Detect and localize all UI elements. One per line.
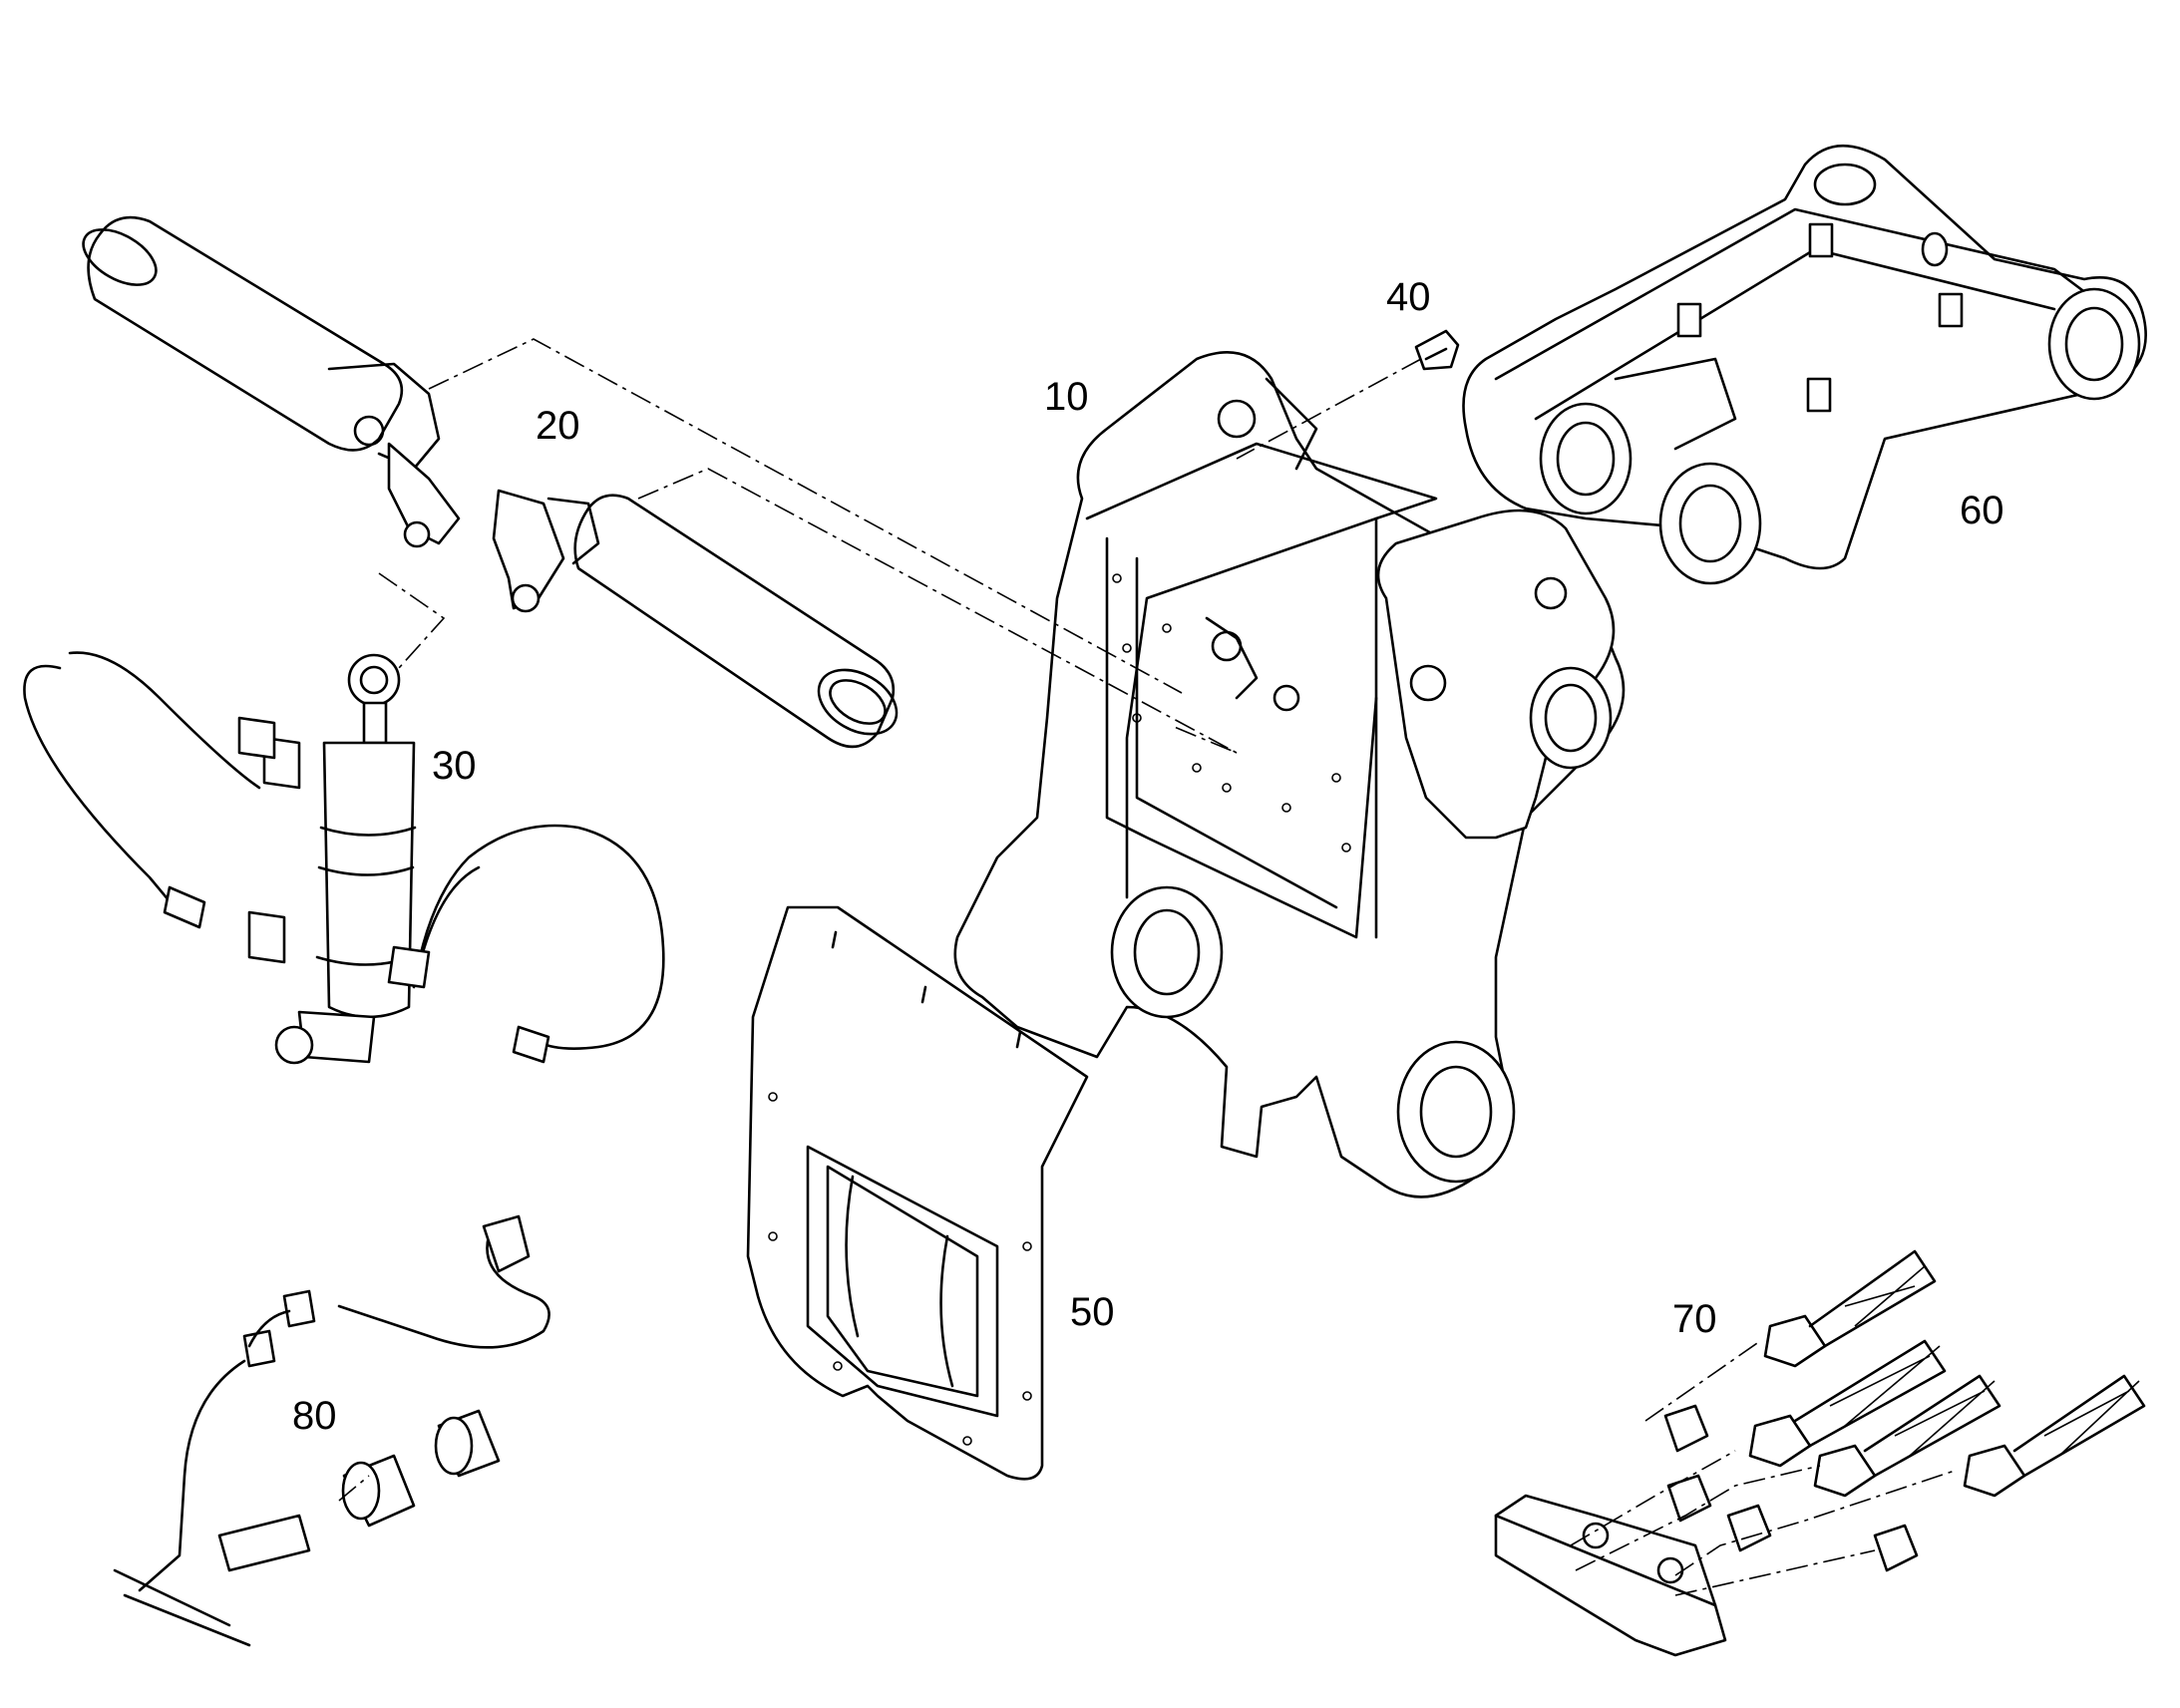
part-10-frame	[953, 351, 1626, 1198]
callout-60: 60	[1960, 489, 2004, 532]
callout-70: 70	[1672, 1297, 1717, 1341]
leader-lines	[338, 338, 1956, 1596]
callout-20: 20	[536, 404, 580, 448]
callout-50: 50	[1070, 1290, 1115, 1334]
part-70-hoses-block	[1494, 1249, 2146, 1657]
part-40-fitting	[1414, 329, 1460, 371]
part-60-link	[1462, 144, 2147, 585]
part-80-sensor	[113, 1214, 550, 1647]
part-20-cylinder-arm	[82, 215, 899, 749]
part-50-plate	[746, 905, 1089, 1481]
callout-80: 80	[292, 1394, 337, 1438]
callout-40: 40	[1386, 275, 1431, 319]
part-30-hydraulic-cylinder	[23, 651, 665, 1065]
callout-10: 10	[1044, 375, 1089, 419]
callout-30: 30	[432, 744, 477, 788]
